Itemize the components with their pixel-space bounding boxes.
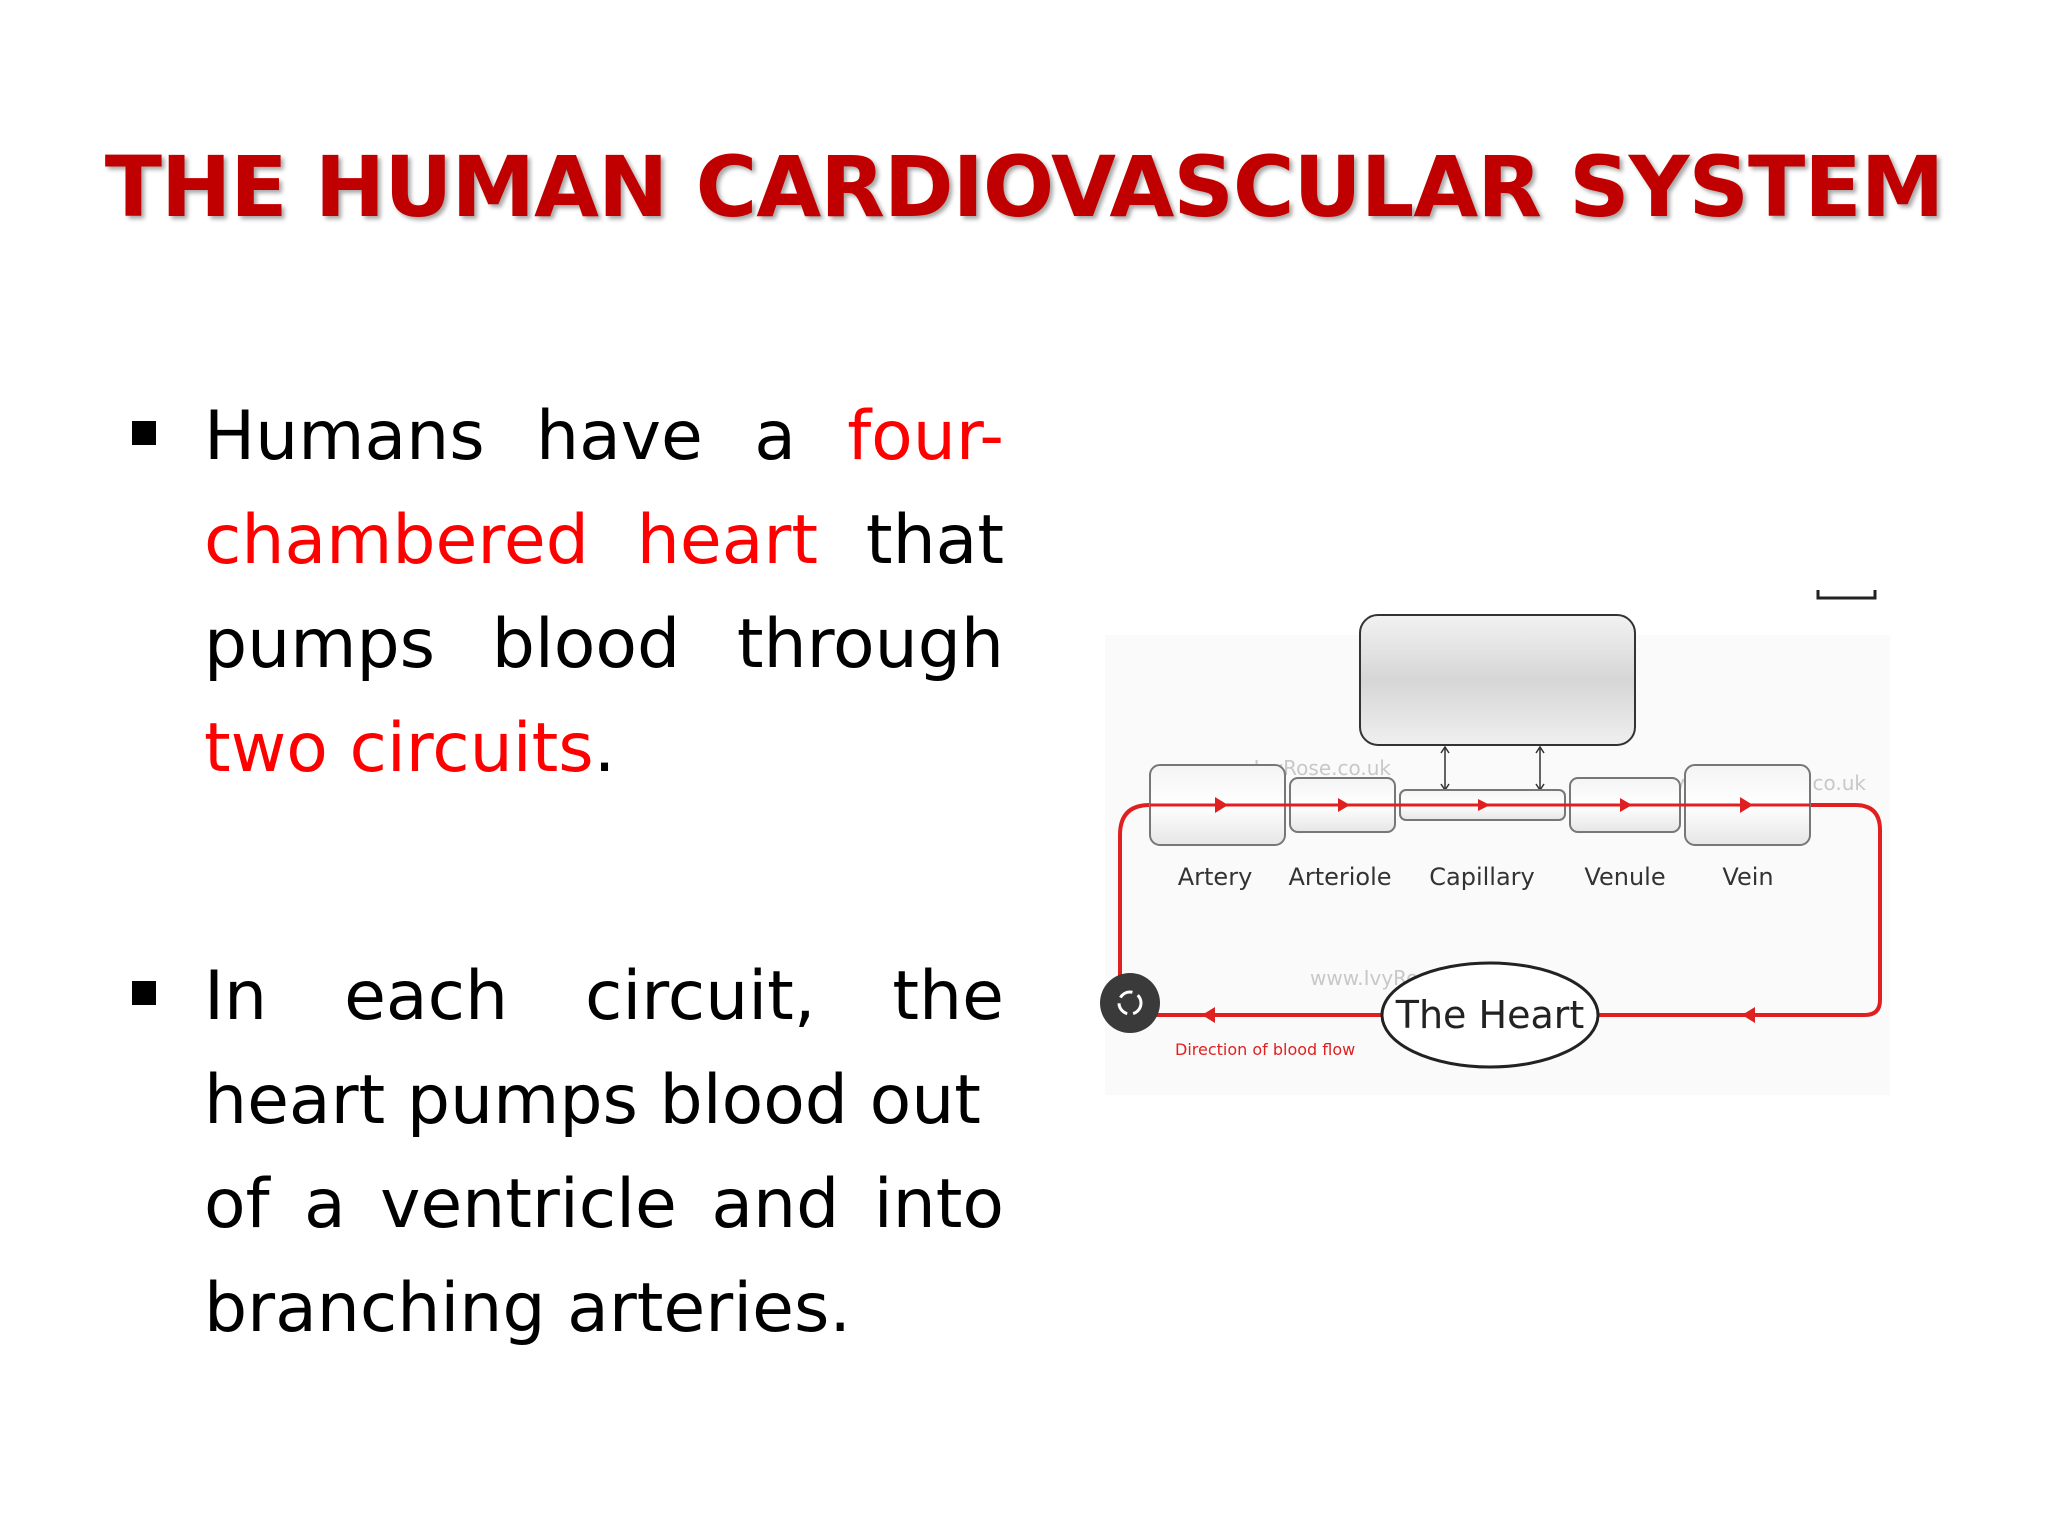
label-arteriole: Arteriole [1288,863,1391,891]
word: have [536,397,703,476]
highlight-word: chambered [204,501,589,580]
highlight-word: four- [847,397,1004,476]
slide-title: THE HUMAN CARDIOVASCULAR SYSTEM [104,138,1945,236]
bullet-2-line-3: of a ventricle and into [204,1153,1004,1257]
word: each [344,957,509,1036]
circulation-diagram: www.IvyRose.co.uk www.IvyRose.co.uk www.… [1100,590,1890,1095]
bullet-2-line-4: branching arteries. [204,1269,851,1348]
label-venule: Venule [1584,863,1665,891]
bullet-text-1: Humans have a four- chambered heart that… [204,385,1004,801]
word: ventricle [380,1165,677,1244]
word: In [204,957,268,1036]
word: of [204,1165,270,1244]
square-bullet-icon [132,421,156,445]
word: into [873,1165,1004,1244]
word: that [865,501,1004,580]
word: a [303,1165,346,1244]
heart-label: The Heart [1395,993,1585,1037]
rotate-icon[interactable] [1100,973,1160,1033]
square-bullet-icon [132,981,156,1005]
bullet-1-line-1: Humans have a four- [204,385,1004,489]
word: through [736,605,1004,684]
label-artery: Artery [1178,863,1253,891]
corner-bracket [1816,590,1877,600]
flow-direction-label: Direction of blood flow [1175,1040,1355,1059]
bullet-1-line-3: pumps blood through [204,593,1004,697]
tissue-box [1359,614,1636,746]
heart-ellipse [1380,961,1600,1069]
bullet-1-line-2: chambered heart that [204,489,1004,593]
period: . [593,709,616,788]
label-vein: Vein [1722,863,1773,891]
label-capillary: Capillary [1429,863,1534,891]
word: circuit, [585,957,816,1036]
highlight-word: heart [636,501,818,580]
flow-arrows [1202,797,1755,1023]
bullet-1-line-4: two circuits. [204,697,1004,801]
word: and [711,1165,840,1244]
highlight-phrase: two circuits [204,709,594,788]
bullet-2-line-1: In each circuit, the [204,945,1004,1049]
circulation-loop [1118,803,1882,1017]
word: a [754,397,796,476]
bullet-2-line-2: heart pumps blood out [204,1061,981,1140]
word: Humans [204,397,485,476]
word: pumps [204,605,436,684]
bullet-text-2: In each circuit, the heart pumps blood o… [204,945,1004,1361]
word: the [892,957,1004,1036]
word: blood [491,605,681,684]
